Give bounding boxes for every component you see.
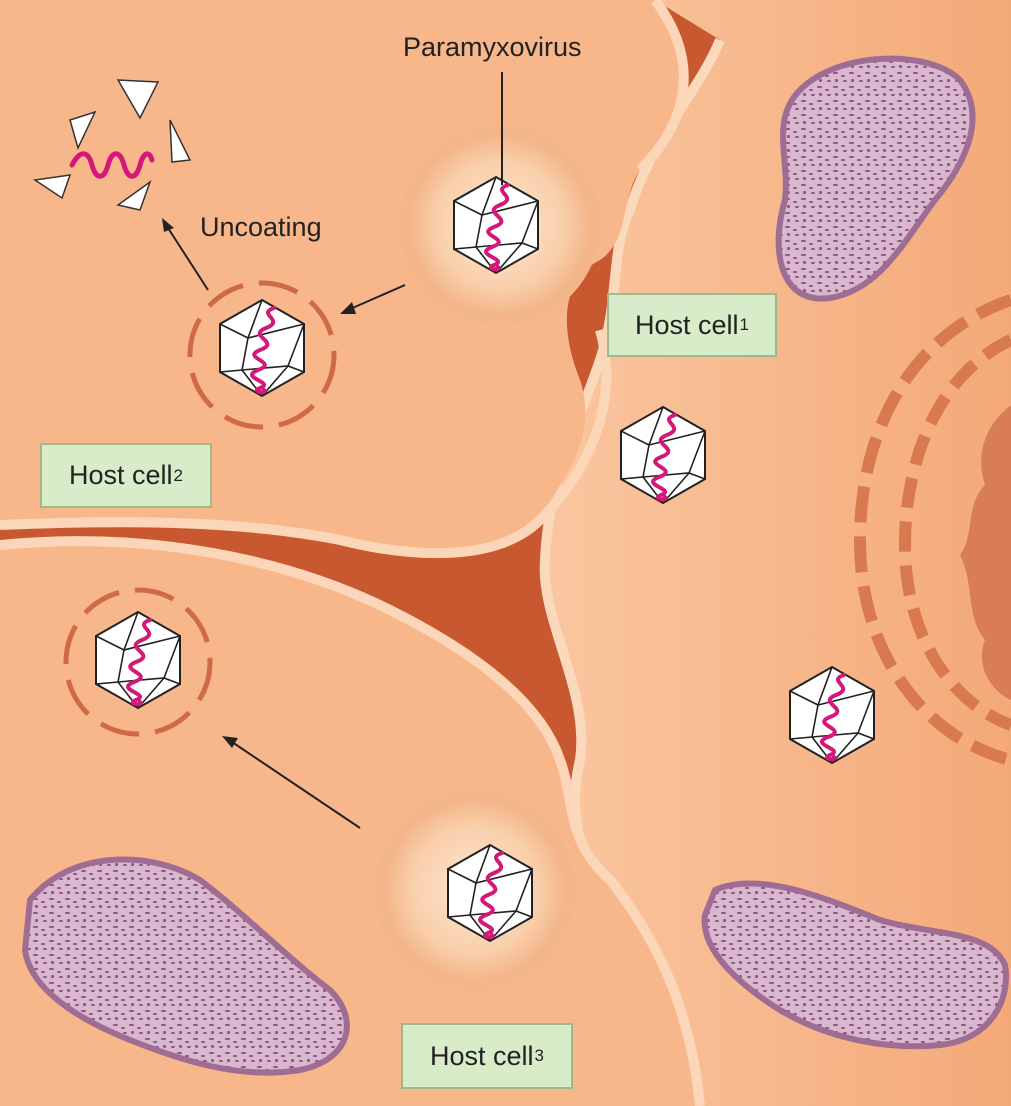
host-cell-1-subscript: 1 — [740, 315, 749, 335]
host-cell-1-text: Host cell — [635, 310, 739, 341]
uncoating-label: Uncoating — [200, 212, 322, 243]
host-cell-2-subscript: 2 — [174, 466, 183, 486]
host-cell-3-text: Host cell — [430, 1041, 534, 1072]
host-cell-2-text: Host cell — [69, 460, 173, 491]
host-cell-3-subscript: 3 — [535, 1046, 544, 1066]
paramyxovirus-label: Paramyxovirus — [403, 32, 582, 63]
